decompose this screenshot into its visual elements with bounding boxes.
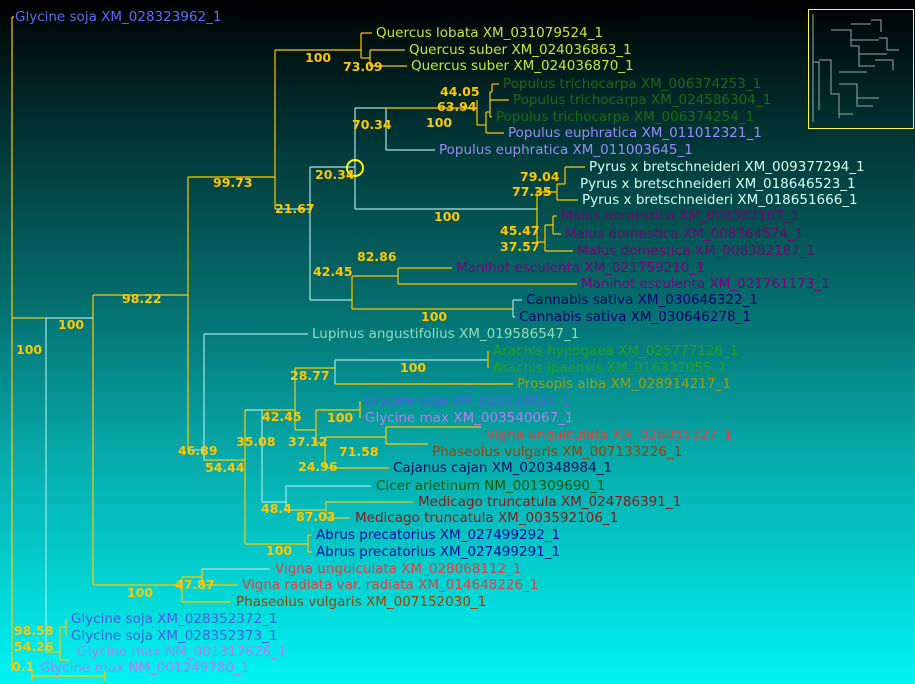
leaf-label[interactable]: Pyrus x bretschneideri XM_018651666_1 <box>582 192 858 208</box>
support-value: 37.12 <box>288 434 328 449</box>
leaf-label[interactable]: Populus trichocarpa XM_006374253_1 <box>503 76 762 92</box>
support-value: 79.04 <box>520 169 560 184</box>
leaf-label[interactable]: Manihot esculenta XM_021761173_1 <box>581 276 830 292</box>
support-value: 24.96 <box>298 459 338 474</box>
leaf-label[interactable]: Cannabis sativa XM_030646278_1 <box>519 309 751 325</box>
tree-minimap[interactable] <box>808 9 914 129</box>
leaf-label[interactable]: Malus domestica XM_008364574_1 <box>565 226 804 242</box>
leaf-label[interactable]: Populus euphratica XM_011003645_1 <box>439 142 693 158</box>
support-value: 71.58 <box>339 444 379 459</box>
support-value: 100 <box>426 115 453 130</box>
leaf-label[interactable]: Vigna unguiculata XM_028068112_1 <box>275 561 522 577</box>
selected-node-marker[interactable] <box>346 159 364 177</box>
leaf-label[interactable]: Medicago truncatula XM_024786391_1 <box>418 494 682 510</box>
support-value: 42.45 <box>313 264 353 279</box>
support-value: 100 <box>421 309 448 324</box>
support-value: 77.35 <box>512 184 552 199</box>
leaf-label[interactable]: Populus trichocarpa XM_006374254_1 <box>496 109 755 125</box>
leaf-label[interactable]: Pyrus x bretschneideri XM_009377294_1 <box>589 159 865 175</box>
leaf-label[interactable]: Quercus suber XM_024036870_1 <box>411 58 634 74</box>
support-value: 42.45 <box>262 409 302 424</box>
support-value: 73.09 <box>343 59 383 74</box>
leaf-label[interactable]: Glycine soja XM_028323962_1 <box>15 9 222 25</box>
leaf-label[interactable]: Vigna unguiculata XM_028055327_1 <box>486 427 733 443</box>
support-value: 100 <box>127 585 154 600</box>
support-value: 100 <box>327 410 354 425</box>
leaf-label[interactable]: Malus domestica XM_008382167_1 <box>561 208 800 224</box>
leaf-label[interactable]: Glycine max NM_001317626_1 <box>77 644 287 660</box>
support-value: 20.34 <box>315 167 355 182</box>
leaf-label[interactable]: Pyrus x bretschneideri XM_018646523_1 <box>580 176 856 192</box>
leaf-label[interactable]: Arachis hypogaea XM_025777126_1 <box>493 343 739 359</box>
leaf-label[interactable]: Arachis ipaensis XM_016331055_1 <box>493 360 727 376</box>
support-value: 63.94 <box>437 99 477 114</box>
support-value: 87.03 <box>296 509 336 524</box>
leaf-label[interactable]: Populus trichocarpa XM_024586304_1 <box>513 92 772 108</box>
support-value: 100 <box>400 360 427 375</box>
leaf-label[interactable]: Populus euphratica XM_011012321_1 <box>508 125 762 141</box>
leaf-label[interactable]: Glycine max XM_003540067_1 <box>365 410 574 426</box>
minimap-tree-icon <box>812 14 899 122</box>
leaf-label[interactable]: Quercus suber XM_024036863_1 <box>409 42 632 58</box>
leaf-label[interactable]: Phaseolus vulgaris XM_007152030_1 <box>236 594 487 610</box>
leaf-label[interactable]: Prosopis alba XM_028914217_1 <box>517 376 731 392</box>
support-value: 98.22 <box>122 291 162 306</box>
support-value: 54.26 <box>14 639 54 654</box>
leaf-label[interactable]: Cajanus cajan XM_020348984_1 <box>393 460 613 476</box>
support-value: 35.08 <box>236 434 276 449</box>
leaf-label[interactable]: Quercus lobata XM_031079524_1 <box>376 25 604 41</box>
support-value: 44.05 <box>440 84 480 99</box>
support-value: 21.67 <box>275 201 315 216</box>
leaf-label[interactable]: Cannabis sativa XM_030646322_1 <box>526 292 758 308</box>
leaf-label[interactable]: Malus domestica XM_008382187_1 <box>577 243 816 259</box>
support-value: 70.34 <box>352 117 392 132</box>
scale-bar-label: 0.1 <box>12 659 35 674</box>
leaf-label[interactable]: Abrus precatorius XM_027499291_1 <box>316 544 561 560</box>
leaf-label[interactable]: Vigna radiata var. radiata XM_014648226_… <box>242 577 539 593</box>
leaf-label[interactable]: Manihot esculenta XM_021759210_1 <box>456 260 705 276</box>
leaf-label[interactable]: Cicer arietinum NM_001309690_1 <box>376 478 606 494</box>
support-value: 98.58 <box>14 623 54 638</box>
support-value: 100 <box>266 543 293 558</box>
leaf-label[interactable]: Glycine soja XM_028338024_1 <box>365 393 572 409</box>
support-value: 99.73 <box>213 175 253 190</box>
support-value: 37.57 <box>500 239 540 254</box>
support-value: 100 <box>16 342 43 357</box>
leaf-label[interactable]: Lupinus angustifolius XM_019586547_1 <box>312 326 580 342</box>
leaf-label[interactable]: Glycine soja XM_028352373_1 <box>71 628 278 644</box>
support-value: 48.4 <box>261 501 292 516</box>
leaf-label[interactable]: Glycine soja XM_028352372_1 <box>71 611 278 627</box>
leaf-label[interactable]: Abrus precatorius XM_027499292_1 <box>316 527 561 543</box>
support-value: 46.89 <box>178 443 218 458</box>
support-value: 28.77 <box>290 368 330 383</box>
leaf-label[interactable]: Phaseolus vulgaris XM_007133226_1 <box>432 444 683 460</box>
support-value: 54.44 <box>205 460 245 475</box>
support-value: 82.86 <box>357 249 397 264</box>
leaf-label[interactable]: Medicago truncatula XM_003592106_1 <box>355 510 619 526</box>
support-value: 100 <box>434 209 461 224</box>
support-value: 45.47 <box>500 223 540 238</box>
support-value: 100 <box>305 50 332 65</box>
support-value: 47.87 <box>175 577 215 592</box>
leaf-label[interactable]: Glycine max NM_001249780_1 <box>40 660 250 676</box>
support-value: 100 <box>58 317 85 332</box>
